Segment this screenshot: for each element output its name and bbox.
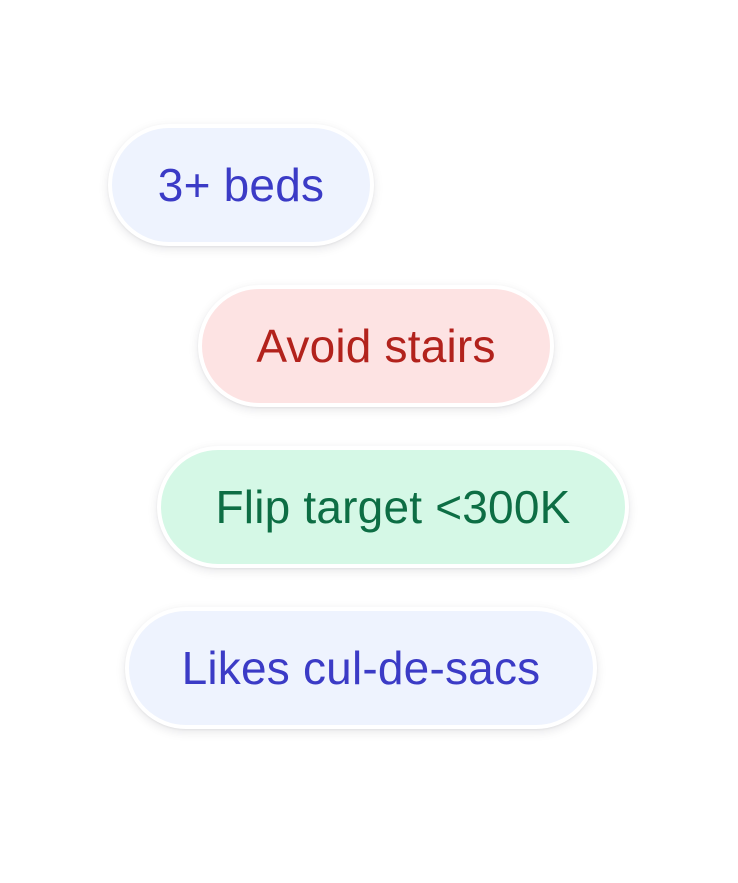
tag-chip-flip-target[interactable]: Flip target <300K (157, 446, 629, 568)
tag-label: 3+ beds (157, 159, 325, 211)
tag-label: Avoid stairs (256, 320, 496, 372)
tag-label: Likes cul-de-sacs (181, 642, 541, 694)
tag-chip-avoid-stairs[interactable]: Avoid stairs (198, 285, 554, 407)
tag-chip-likes-cul-de-sacs[interactable]: Likes cul-de-sacs (125, 607, 597, 729)
tag-label: Flip target <300K (215, 481, 571, 533)
tag-chip-3-plus-beds[interactable]: 3+ beds (108, 124, 374, 246)
